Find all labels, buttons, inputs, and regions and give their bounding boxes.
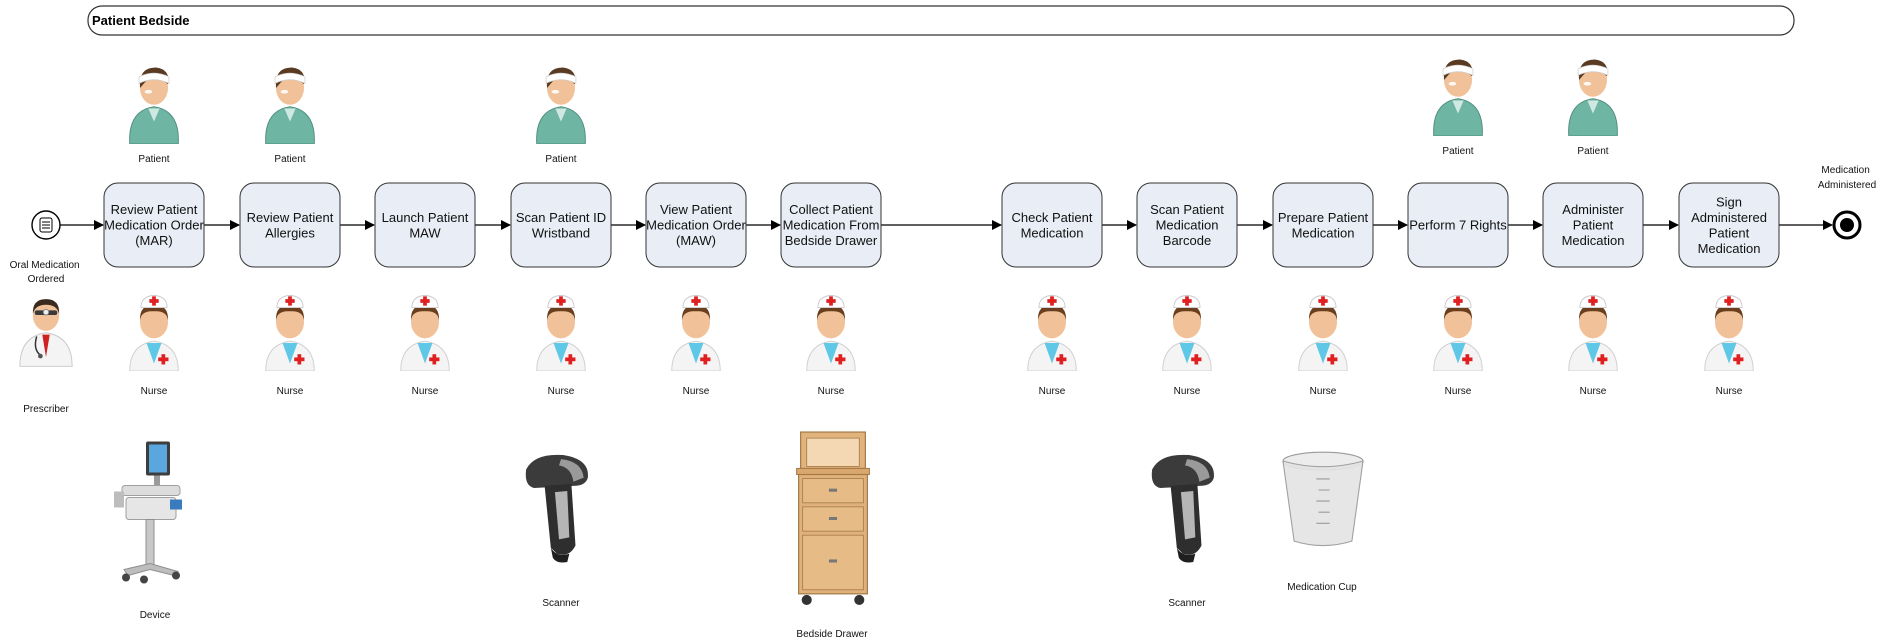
swimlane-title: Patient Bedside bbox=[92, 13, 190, 28]
nurse-label: Nurse bbox=[1716, 386, 1743, 397]
end-event-label: Medication Administered bbox=[1818, 165, 1876, 191]
step-box[interactable] bbox=[374, 182, 476, 268]
nurse-icon bbox=[806, 294, 856, 371]
bedside-drawer-icon bbox=[795, 431, 871, 606]
nurse-label: Nurse bbox=[1310, 386, 1337, 397]
step-label: Perform 7 Rights bbox=[1409, 218, 1507, 233]
step-box[interactable] bbox=[780, 182, 882, 268]
patient-label: Patient bbox=[1442, 146, 1473, 157]
nurse-label: Nurse bbox=[1580, 386, 1607, 397]
patient-label: Patient bbox=[545, 154, 576, 165]
nurse-label: Nurse bbox=[818, 386, 845, 397]
nurse-icon bbox=[1298, 294, 1348, 371]
step-box[interactable] bbox=[1136, 182, 1238, 268]
barcode-scanner-icon bbox=[1151, 454, 1214, 563]
patient-label: Patient bbox=[138, 154, 169, 165]
nurse-label: Nurse bbox=[683, 386, 710, 397]
patient-icon bbox=[129, 67, 179, 144]
nurse-icon bbox=[1568, 294, 1618, 371]
medication-cup-label: Medication Cup bbox=[1287, 582, 1357, 593]
computer-cart-icon bbox=[113, 440, 183, 585]
nurse-label: Nurse bbox=[548, 386, 575, 397]
nurse-icon bbox=[400, 294, 450, 371]
nurse-icon bbox=[671, 294, 721, 371]
patient-icon bbox=[265, 67, 315, 144]
patient-label: Patient bbox=[1577, 146, 1608, 157]
bedside-drawer-label: Bedside Drawer bbox=[796, 629, 868, 640]
nurse-icon bbox=[1704, 294, 1754, 371]
nurse-label: Nurse bbox=[141, 386, 168, 397]
scanner-label: Scanner bbox=[1168, 598, 1206, 609]
nurse-label: Nurse bbox=[412, 386, 439, 397]
barcode-scanner-icon bbox=[525, 454, 588, 563]
nurse-label: Nurse bbox=[277, 386, 304, 397]
patient-icon bbox=[536, 67, 586, 144]
step-box[interactable] bbox=[645, 182, 747, 268]
step-box[interactable] bbox=[1542, 182, 1644, 268]
end-event[interactable] bbox=[1832, 210, 1862, 240]
patient-icon bbox=[1568, 59, 1618, 136]
patient-label: Patient bbox=[274, 154, 305, 165]
step-box[interactable] bbox=[1272, 182, 1374, 268]
nurse-icon bbox=[1027, 294, 1077, 371]
scanner-label: Scanner bbox=[542, 598, 580, 609]
nurse-icon bbox=[265, 294, 315, 371]
nurse-label: Nurse bbox=[1039, 386, 1066, 397]
start-event[interactable] bbox=[31, 210, 61, 240]
step-box[interactable] bbox=[1001, 182, 1103, 268]
doctor-icon bbox=[19, 298, 73, 368]
nurse-actors: Nurse Nurse Nurse Nurse Nurse Nurse Nurse Nurse… bbox=[129, 294, 1754, 397]
process-step-s10[interactable]: Perform 7 Rights bbox=[1407, 182, 1509, 268]
nurse-icon bbox=[536, 294, 586, 371]
step-box[interactable] bbox=[510, 182, 612, 268]
step-box[interactable] bbox=[1407, 182, 1509, 268]
nurse-icon bbox=[1162, 294, 1212, 371]
prescriber-label: Prescriber bbox=[23, 404, 69, 415]
patient-icon bbox=[1433, 59, 1483, 136]
step-box[interactable] bbox=[239, 182, 341, 268]
device-label: Device bbox=[140, 610, 171, 621]
medication-cup-icon bbox=[1282, 451, 1364, 547]
step-box[interactable] bbox=[1678, 182, 1780, 268]
nurse-icon bbox=[1433, 294, 1483, 371]
swimlane-header: Patient Bedside bbox=[87, 5, 1795, 36]
start-event-label: Oral Medication Ordered bbox=[10, 260, 83, 285]
nurse-label: Nurse bbox=[1445, 386, 1472, 397]
nurse-label: Nurse bbox=[1174, 386, 1201, 397]
step-box[interactable] bbox=[103, 182, 205, 268]
nurse-icon bbox=[129, 294, 179, 371]
